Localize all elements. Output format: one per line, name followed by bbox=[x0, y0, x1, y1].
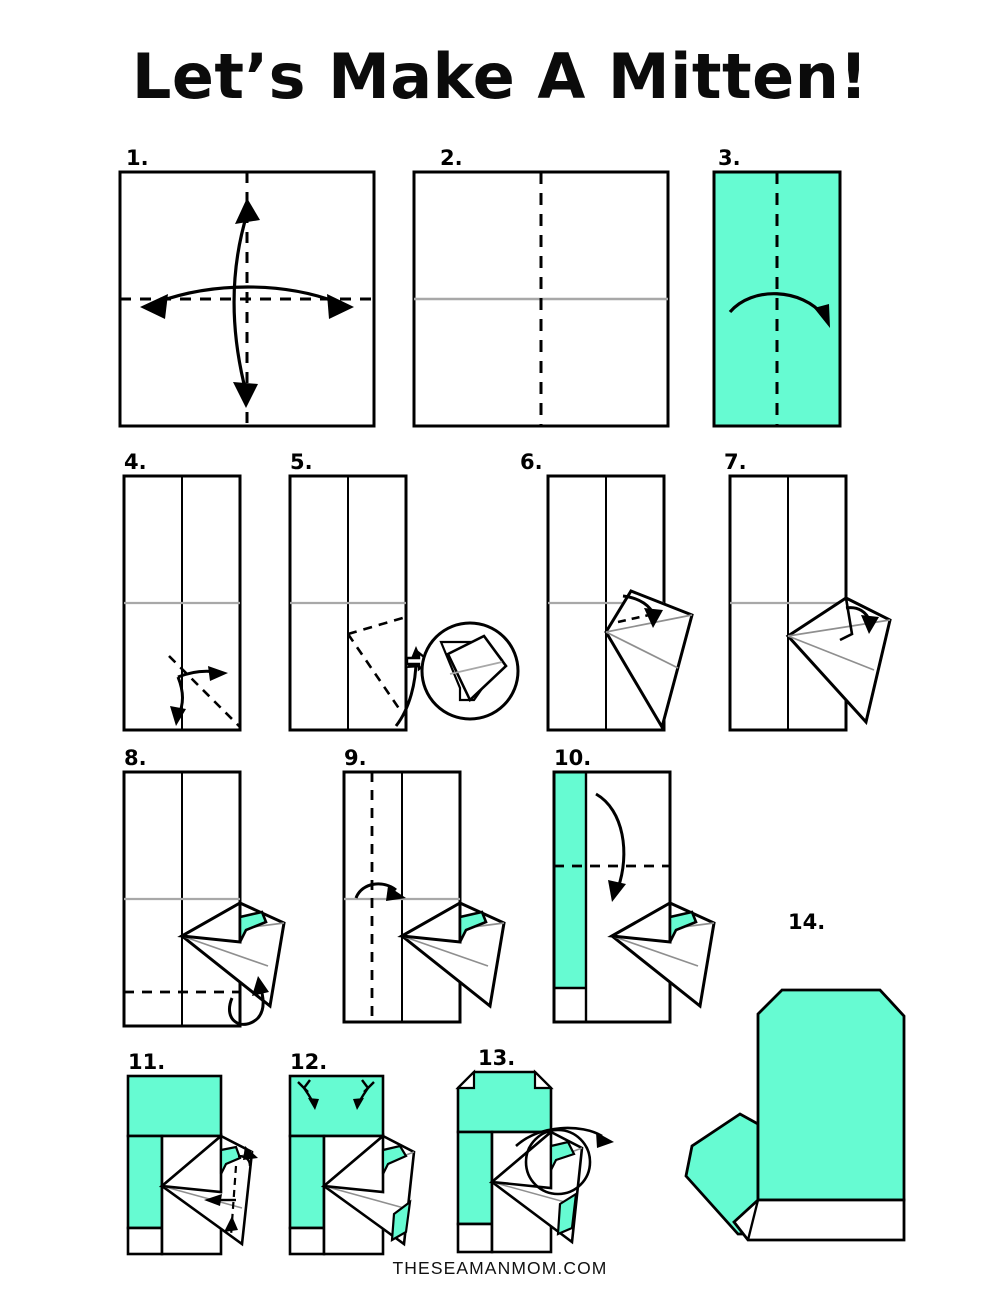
step-11-number: 11. bbox=[128, 1050, 166, 1074]
step-3-number: 3. bbox=[718, 146, 741, 170]
step-4-number: 4. bbox=[124, 450, 147, 474]
step-10-figure bbox=[552, 770, 742, 1028]
step-9-figure bbox=[342, 770, 532, 1028]
step-8-figure bbox=[122, 770, 312, 1028]
step-2-figure bbox=[412, 170, 670, 428]
step-7-figure bbox=[722, 474, 912, 732]
step-4-figure bbox=[122, 474, 242, 732]
mitten-cuff bbox=[732, 1198, 906, 1242]
step-1-figure bbox=[118, 170, 376, 428]
step-12-figure bbox=[288, 1074, 448, 1256]
step-5-figure bbox=[288, 474, 533, 732]
step-6-number: 6. bbox=[520, 450, 543, 474]
step-13-number: 13. bbox=[478, 1046, 516, 1070]
site-footer: THESEAMANMOM.COM bbox=[392, 1258, 608, 1278]
step-7-number: 7. bbox=[724, 450, 747, 474]
step-3-figure bbox=[712, 170, 842, 428]
detail-circle-inset bbox=[420, 621, 520, 721]
step-8-number: 8. bbox=[124, 746, 147, 770]
corner-fold-arrow-left bbox=[297, 1079, 319, 1110]
step-9-number: 9. bbox=[344, 746, 367, 770]
step-12-number: 12. bbox=[290, 1050, 328, 1074]
step-11-figure bbox=[126, 1074, 286, 1256]
page-title: Let’s Make A Mitten! bbox=[131, 40, 869, 113]
mitten-body bbox=[756, 988, 906, 1202]
step-14-figure bbox=[672, 938, 932, 1258]
step-10-number: 10. bbox=[554, 746, 592, 770]
step-6-figure bbox=[518, 474, 708, 732]
step-13-figure bbox=[455, 1069, 636, 1256]
step-5-number: 5. bbox=[290, 450, 313, 474]
step-2-number: 2. bbox=[440, 146, 463, 170]
step-1-number: 1. bbox=[126, 146, 149, 170]
step-14-number: 14. bbox=[788, 910, 826, 934]
corner-fold-arrow-right bbox=[353, 1079, 375, 1110]
